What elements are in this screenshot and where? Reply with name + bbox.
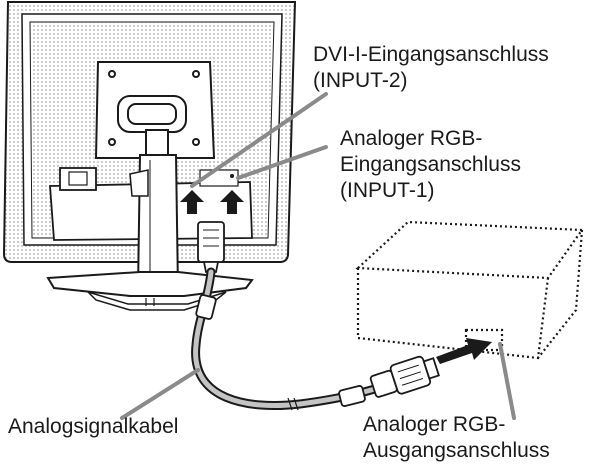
label-dvi-line1: DVI-I-Eingangsanschluss	[313, 43, 549, 66]
label-cable: Analogsignalkabel	[8, 414, 178, 440]
analog-cable	[191, 267, 397, 411]
label-rgb-input: Analoger RGB- Eingangsanschluss (INPUT-1…	[340, 126, 521, 204]
leader-lines	[120, 92, 516, 420]
computer-box	[355, 220, 585, 360]
label-rgb-in-line3: (INPUT-1)	[340, 179, 435, 202]
label-rgb-out-line1: Analoger RGB-	[363, 413, 506, 436]
label-dvi-line2: (INPUT-2)	[313, 69, 408, 92]
connect-arrow	[436, 338, 492, 364]
stand-base	[46, 271, 254, 311]
computer-side-plug	[369, 355, 440, 398]
label-dvi-input: DVI-I-Eingangsanschluss (INPUT-2)	[313, 42, 549, 94]
stand-neck	[129, 129, 180, 291]
label-rgb-in-line1: Analoger RGB-	[340, 127, 483, 150]
label-rgb-output: Analoger RGB- Ausgangsanschluss	[363, 412, 550, 464]
label-rgb-out-line2: Ausgangsanschluss	[363, 439, 550, 462]
monitor-side-plug	[197, 221, 225, 273]
insert-arrows	[180, 190, 244, 214]
label-cable-text: Analogsignalkabel	[8, 415, 179, 438]
label-rgb-in-line2: Eingangsanschluss	[340, 153, 521, 176]
